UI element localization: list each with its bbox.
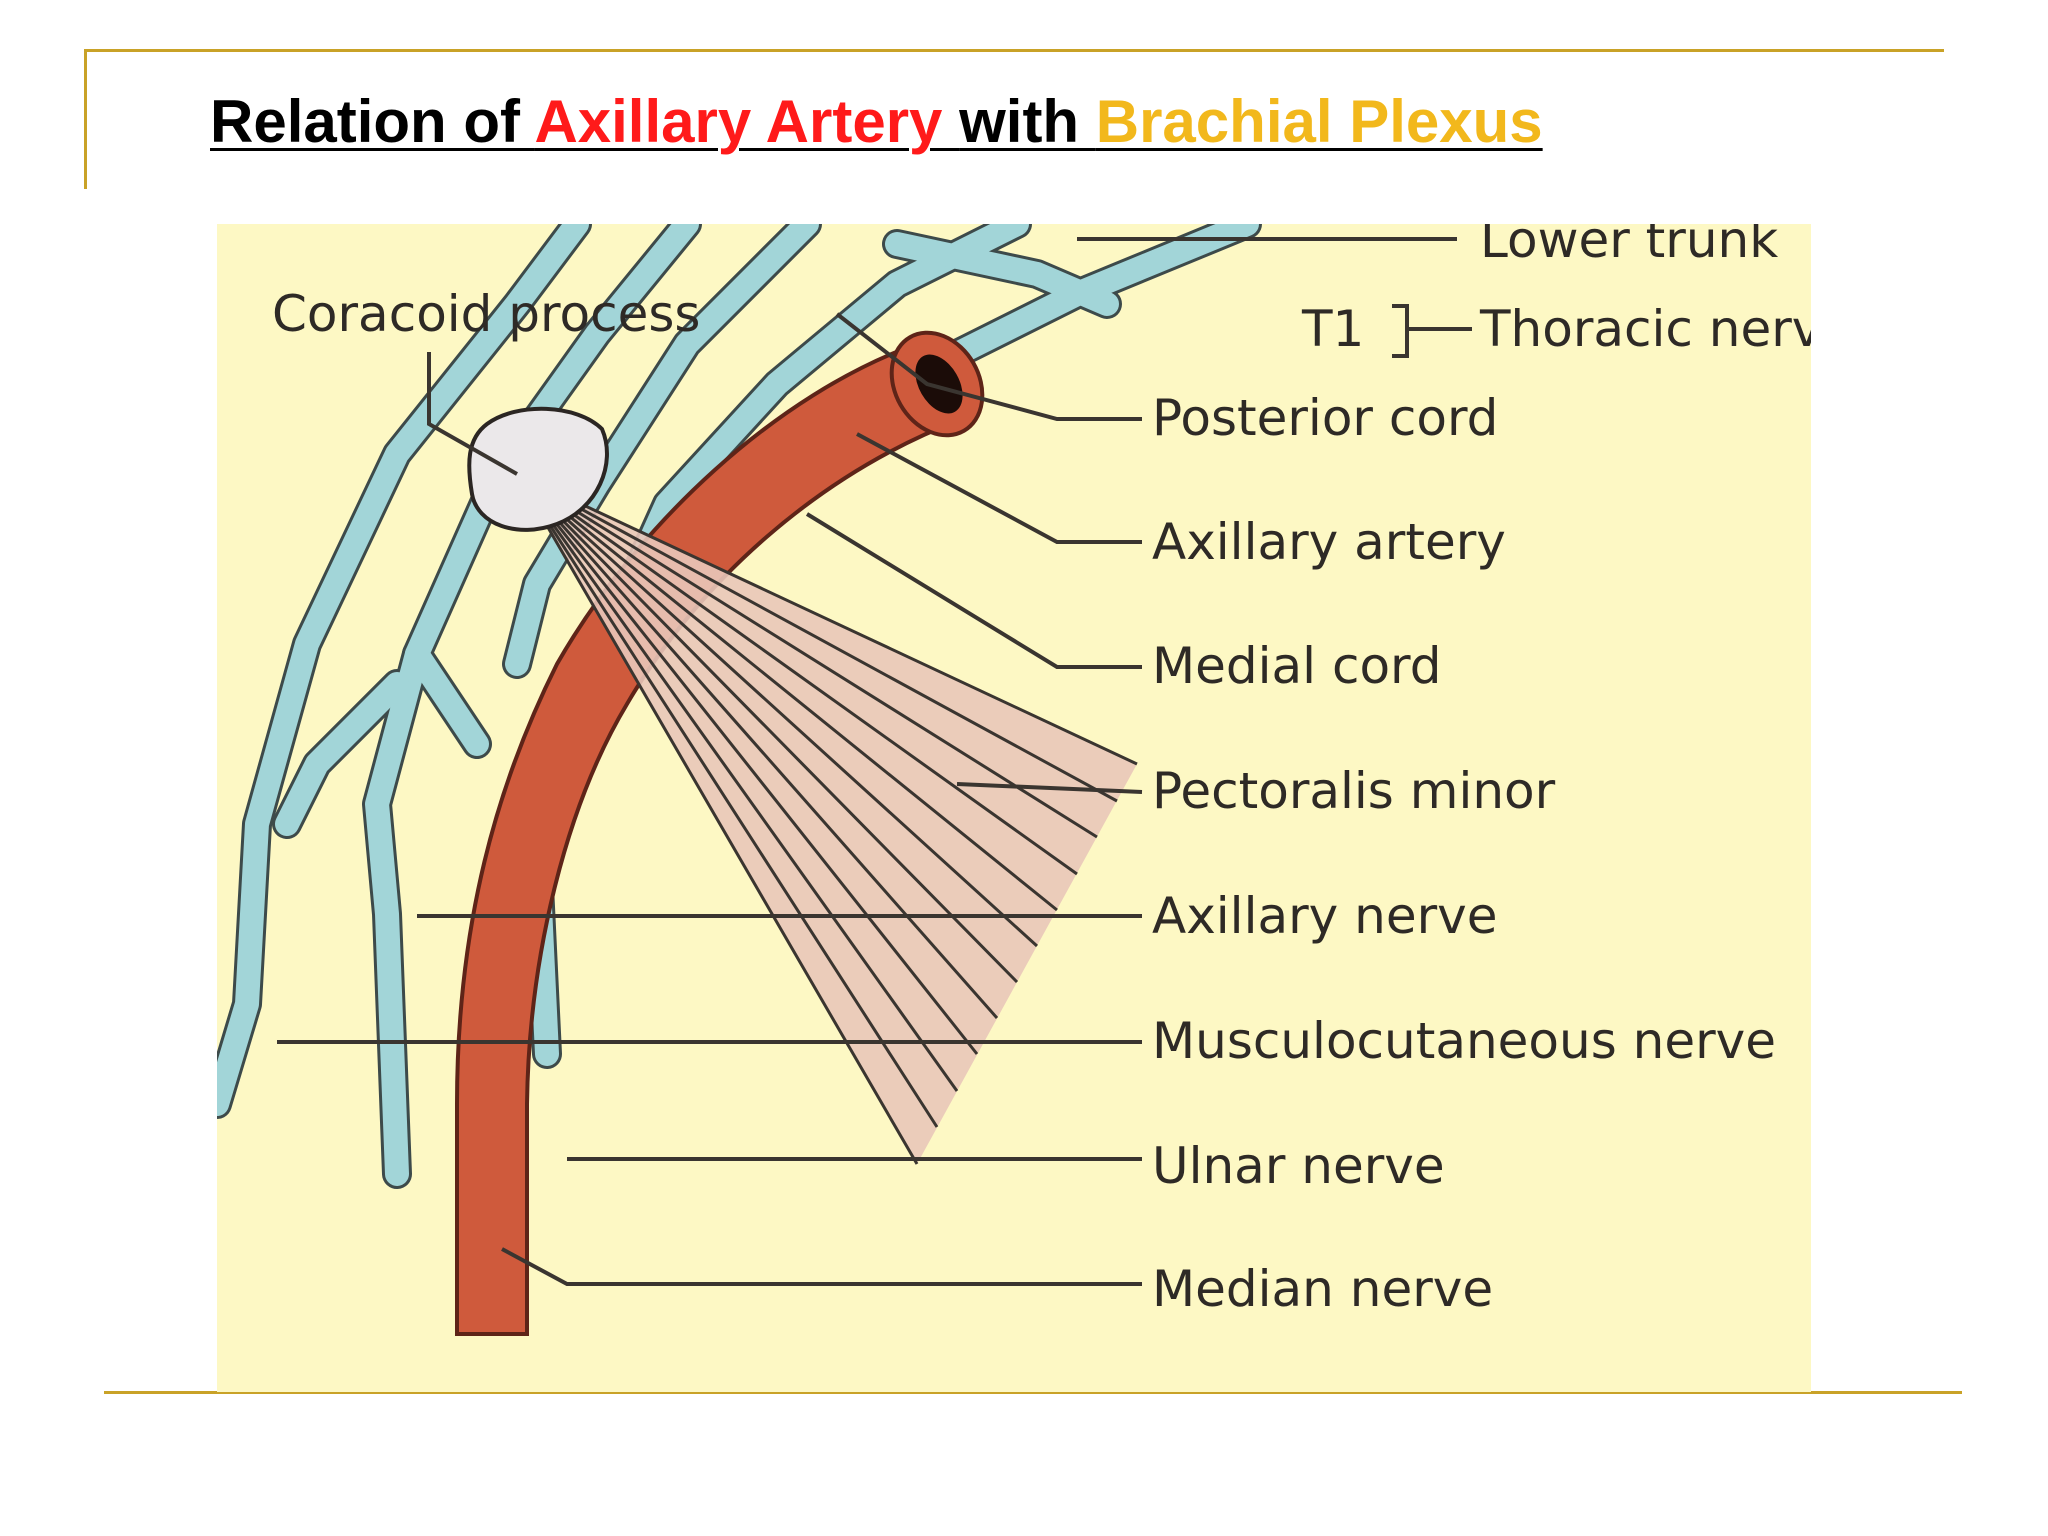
label-thoracic-nerve: Thoracic nerv (1479, 300, 1811, 358)
anatomy-diagram-svg: Lower trunk T1 Thoracic nerv Coracoid pr… (217, 224, 1811, 1392)
leader-coracoid (427, 352, 518, 476)
title-part-with: with (959, 88, 1096, 155)
label-lower-trunk: Lower trunk (1480, 224, 1778, 269)
label-ulnar-nerve: Ulnar nerve (1152, 1137, 1445, 1195)
label-posterior-cord: Posterior cord (1152, 389, 1498, 447)
title-part-brachial-plexus: Brachial Plexus (1095, 88, 1543, 155)
label-coracoid-process: Coracoid process (272, 285, 700, 343)
label-t1: T1 (1301, 300, 1364, 358)
leader-medial-cord (805, 512, 1142, 669)
label-axillary-artery: Axillary artery (1152, 513, 1506, 571)
label-musculocutaneous-nerve: Musculocutaneous nerve (1152, 1012, 1776, 1070)
label-axillary-nerve: Axillary nerve (1152, 887, 1498, 945)
leader-pectoralis-minor (956, 782, 1143, 794)
label-pectoralis-minor: Pectoralis minor (1152, 762, 1556, 820)
title-part-axillary-artery: Axillary Artery (534, 88, 960, 155)
leader-posterior-cord (835, 312, 1142, 421)
label-medial-cord: Medial cord (1152, 637, 1441, 695)
anatomy-diagram: Lower trunk T1 Thoracic nerv Coracoid pr… (217, 224, 1811, 1392)
leader-axillary-artery (856, 432, 1142, 544)
top-rule (86, 49, 1944, 52)
title-part-relation: Relation of (210, 88, 535, 155)
leader-lines (277, 237, 1472, 1286)
bottom-rule (104, 1391, 1962, 1394)
coracoid-process-shape (467, 406, 609, 532)
pectoralis-minor-shape (515, 472, 1138, 1165)
left-rule (84, 49, 87, 189)
slide-title: Relation of Axillary Artery with Brachia… (210, 86, 1543, 158)
diagram-labels: Lower trunk T1 Thoracic nerv Coracoid pr… (272, 224, 1811, 1318)
leader-median-nerve (501, 1247, 1142, 1286)
label-median-nerve: Median nerve (1152, 1260, 1493, 1318)
